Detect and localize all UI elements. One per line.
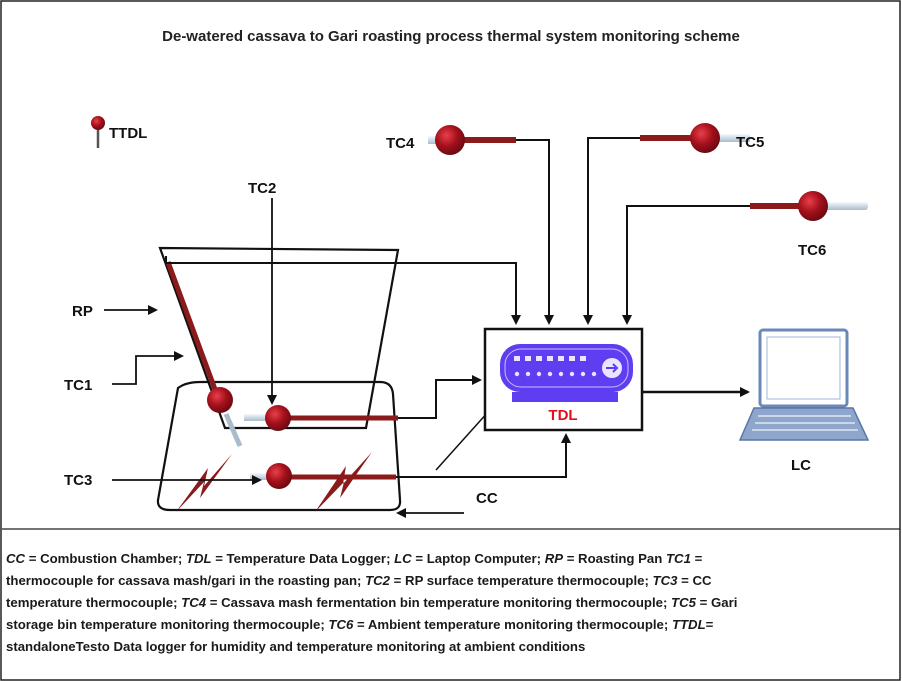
roasting-pan [158, 246, 400, 430]
flame-icon [315, 452, 372, 512]
legend-term: LC [394, 551, 412, 566]
pin-sensor-icon [91, 116, 105, 148]
legend-term: RP [544, 551, 564, 566]
legend-def: = Temperature Data Logger; [211, 551, 395, 566]
tc1-pointer [112, 351, 184, 385]
legend-term: TC5 [671, 595, 696, 610]
thermocouple-probe-icon [428, 125, 516, 155]
legend-def: = CC [677, 573, 712, 588]
legend-def: thermocouple for cassava mash/gari in th… [6, 573, 366, 588]
legend-def: = Laptop Computer; [411, 551, 545, 566]
tc3-label: TC3 [64, 472, 92, 489]
ttdl-label: TTDL [109, 125, 147, 142]
legend-term: TC4 [181, 595, 207, 610]
legend-def: = [705, 617, 714, 632]
legend-def: standaloneTesto Data logger for humidity… [6, 639, 586, 654]
legend-term: TC2 [365, 573, 391, 588]
legend-def: = Roasting Pan [563, 551, 666, 566]
thermocouple-probe-icon [250, 463, 396, 489]
lc-label: LC [791, 457, 811, 474]
legend-term: TC6 [328, 617, 354, 632]
legend-term: TC3 [652, 573, 678, 588]
tc3-wire [396, 433, 571, 478]
legend-term: TDL [185, 551, 212, 566]
tc6-label: TC6 [798, 242, 826, 259]
legend-row: CC = Combustion Chamber; TDL = Temperatu… [6, 548, 902, 570]
laptop-icon [738, 328, 870, 441]
legend-def: temperature thermocouple; [6, 595, 182, 610]
data-logger-icon [500, 344, 633, 402]
tc2-wire [398, 375, 482, 419]
legend-def: = Ambient temperature monitoring thermoc… [353, 617, 672, 632]
tc1-label: TC1 [64, 377, 92, 394]
thermocouple-probe-icon [640, 123, 750, 153]
legend-term: TTDL [671, 617, 706, 632]
tc5-label: TC5 [736, 134, 764, 151]
rp-label: RP [72, 303, 93, 320]
tc5-wire [583, 137, 640, 325]
tc4-label: TC4 [386, 135, 415, 152]
legend-def: = Cassava mash fermentation bin temperat… [206, 595, 672, 610]
tdl-label: TDL [548, 407, 577, 424]
legend-def: = RP surface temperature thermocouple; [390, 573, 653, 588]
legend-term: CC [6, 551, 26, 566]
tc2-label: TC2 [248, 180, 276, 197]
legend-def: = Combustion Chamber; [25, 551, 186, 566]
legend: CC = Combustion Chamber; TDL = Temperatu… [6, 548, 902, 658]
legend-row: thermocouple for cassava mash/gari in th… [6, 570, 902, 592]
legend-def: = [690, 551, 703, 566]
combustion-chamber [156, 380, 402, 512]
thermocouple-probe-icon [244, 405, 398, 431]
legend-row: standaloneTesto Data logger for humidity… [6, 636, 902, 658]
legend-def: = Gari [695, 595, 738, 610]
legend-def: storage bin temperature monitoring therm… [6, 617, 329, 632]
legend-row: temperature thermocouple; TC4 = Cassava … [6, 592, 902, 614]
tc1-wire [165, 256, 521, 325]
legend-term: TC1 [666, 551, 691, 566]
legend-row: storage bin temperature monitoring therm… [6, 614, 902, 636]
tc4-wire [516, 139, 554, 325]
thermocouple-probe-icon [165, 261, 243, 448]
thermocouple-probe-icon [750, 191, 868, 221]
flame-icon [176, 454, 232, 512]
tc6-wire [622, 205, 750, 325]
cc-label: CC [476, 490, 498, 507]
diagram-title: De-watered cassava to Gari roasting proc… [162, 28, 740, 45]
